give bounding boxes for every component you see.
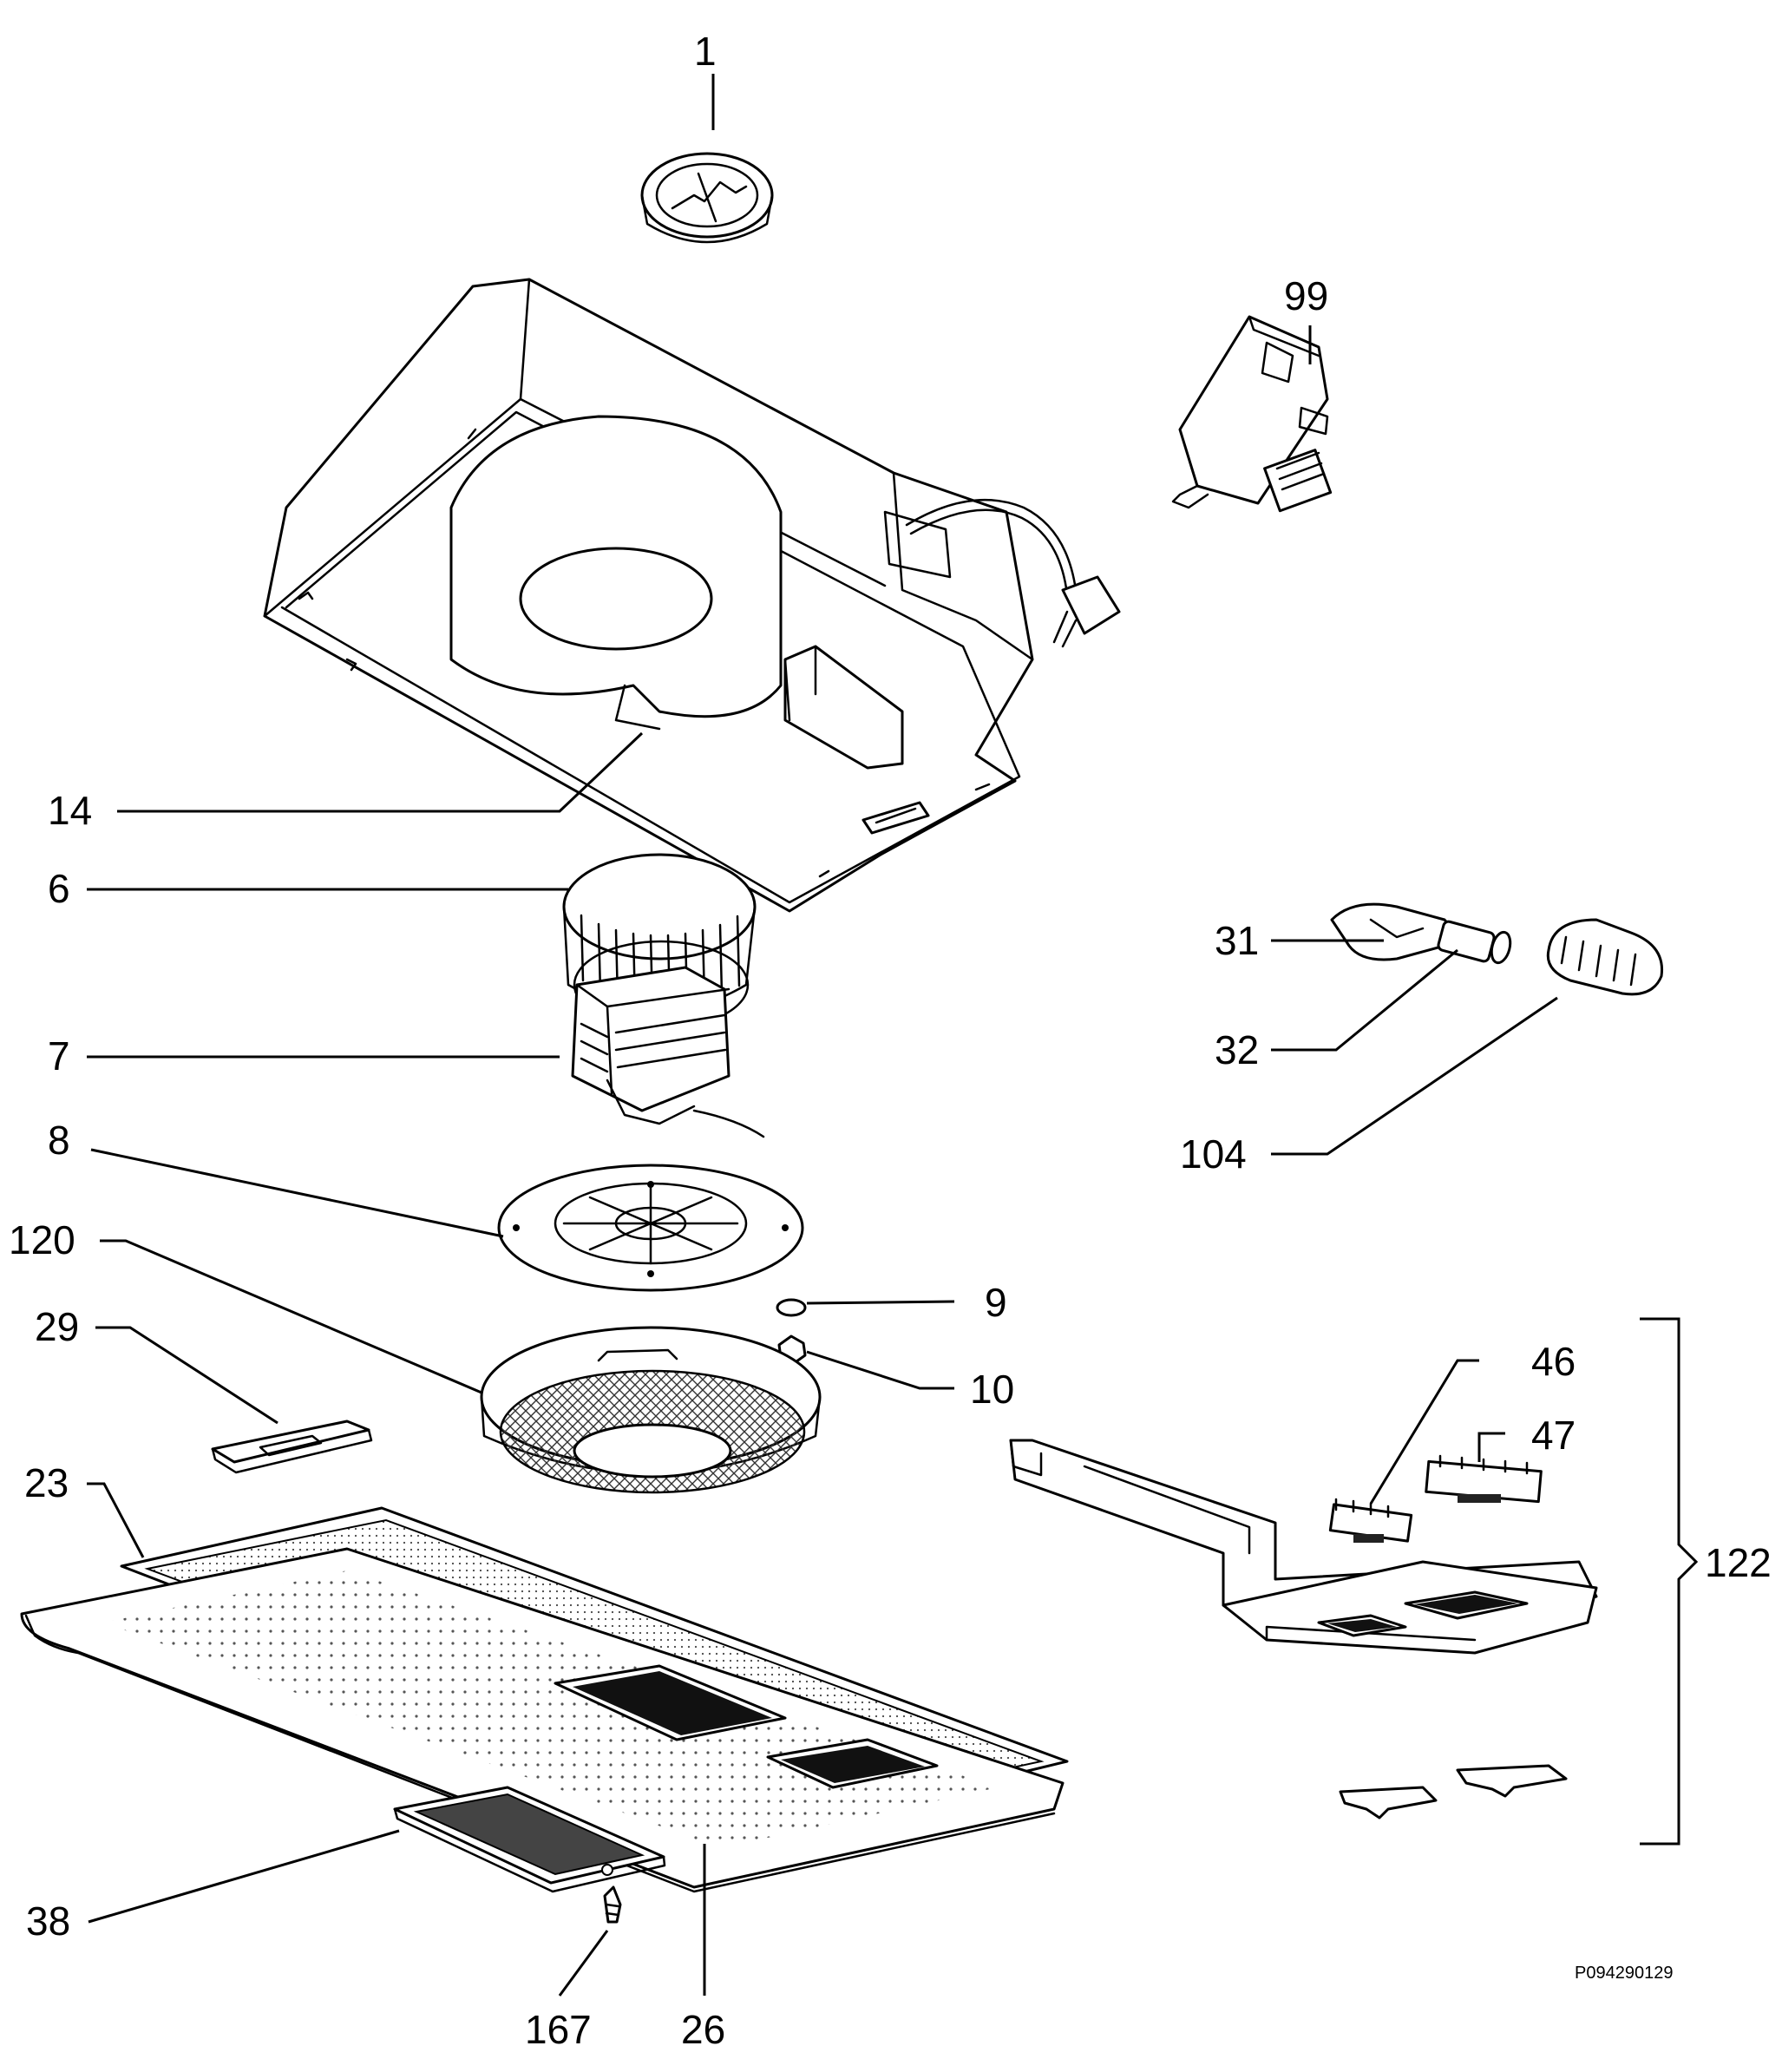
callout-31: 31 [1215, 918, 1259, 963]
callout-32: 32 [1215, 1027, 1259, 1072]
part-120-filter-ring [480, 1326, 822, 1494]
callout-38: 38 [26, 1898, 70, 1944]
callout-10: 10 [970, 1367, 1014, 1412]
callout-8: 8 [48, 1118, 70, 1163]
part-122-switch-assembly [1009, 1439, 1598, 1655]
part-26-bottom-panel [20, 1547, 1065, 1893]
part-99-module [1171, 315, 1333, 513]
callout-labels: 1 99 14 6 7 8 120 29 23 38 167 26 9 10 3… [9, 29, 1772, 2052]
callout-26: 26 [681, 2007, 725, 2052]
part-7-motor [571, 966, 765, 1138]
part-47-switch [1425, 1454, 1543, 1504]
callout-167: 167 [525, 2007, 592, 2052]
callout-122: 122 [1705, 1540, 1772, 1585]
callout-120: 120 [9, 1217, 75, 1262]
hood-housing [263, 278, 1121, 913]
callout-23: 23 [24, 1460, 69, 1505]
part-8-mounting-plate [497, 1164, 804, 1292]
part-167-screw [603, 1885, 622, 1924]
leader-lines [87, 74, 1699, 1997]
part-104-lens [1546, 918, 1664, 996]
callout-14: 14 [48, 788, 92, 833]
callout-6: 6 [48, 866, 70, 911]
callout-1: 1 [694, 29, 717, 74]
part-38-lamp-cover [393, 1786, 666, 1893]
callout-7: 7 [48, 1033, 70, 1079]
part-9-washer [776, 1298, 807, 1317]
part-122-clips [1339, 1764, 1568, 1820]
part-46-switch [1328, 1498, 1413, 1543]
callout-47: 47 [1531, 1413, 1576, 1458]
callout-46: 46 [1531, 1339, 1576, 1384]
callout-99: 99 [1284, 273, 1328, 318]
part-1-cap [640, 152, 774, 244]
callout-29: 29 [35, 1304, 79, 1349]
part-29-cover [211, 1420, 373, 1474]
callout-104: 104 [1180, 1131, 1247, 1177]
callout-9: 9 [985, 1280, 1007, 1325]
part-31-32-bulb [1330, 902, 1512, 965]
drawing-reference: P094290129 [1575, 1964, 1673, 1983]
